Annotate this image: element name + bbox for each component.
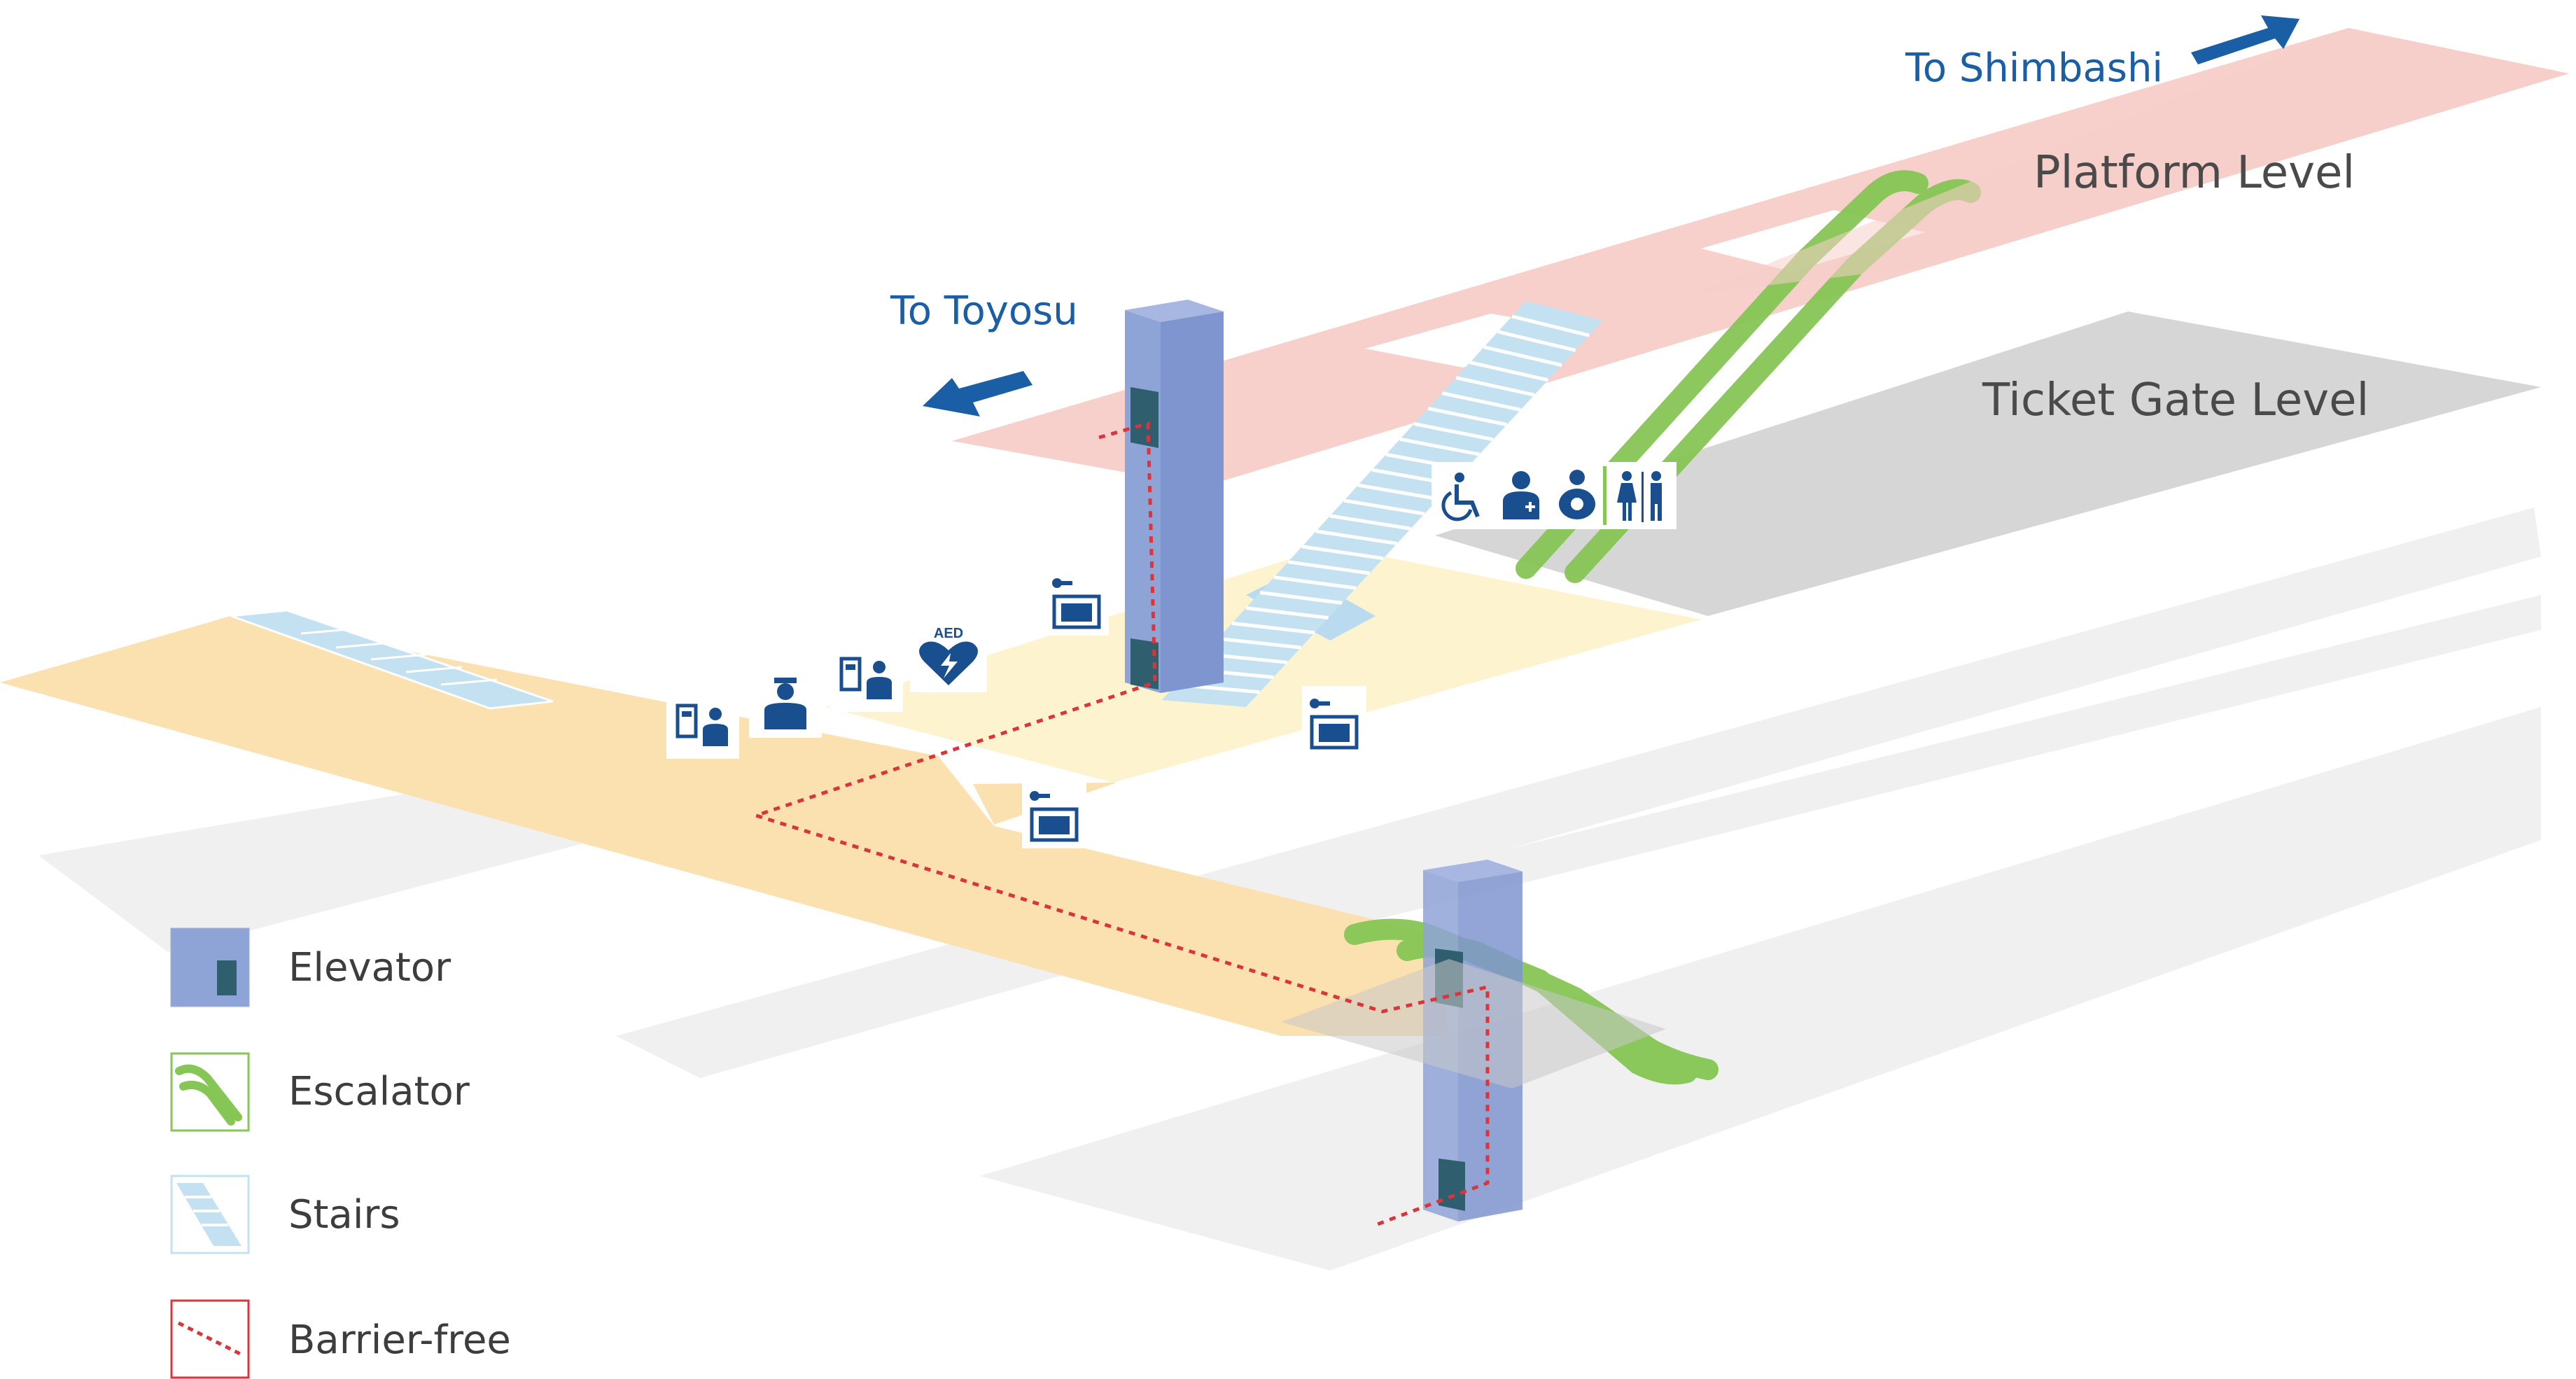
legend-elevator-icon (170, 927, 250, 1007)
ticket-gate-overlay (1281, 959, 1666, 1088)
first-aid-icon (1493, 462, 1549, 529)
station-staff-icon (749, 665, 822, 738)
legend (170, 927, 250, 1379)
barrier-free-route (750, 421, 1490, 1227)
ticket-gate-floor (1435, 312, 2541, 616)
main-stairs (1162, 301, 1603, 707)
stair-step (1455, 376, 1535, 397)
platform-overlay (1694, 28, 2569, 294)
floor-outline-right (980, 707, 2541, 1270)
arrow-to-toyosu-icon (923, 371, 1032, 416)
restroom-icon (1603, 462, 1676, 529)
elevator-upper (1125, 300, 1224, 693)
ticket-gate-level-label: Ticket Gate Level (1982, 374, 2370, 426)
fare-adjustment-icon (830, 639, 903, 712)
wheelchair-icon (1432, 462, 1493, 529)
stair-step (1273, 575, 1357, 590)
ticket-machine-icon (666, 686, 739, 759)
stair-step (1287, 560, 1370, 575)
stair-step (1427, 407, 1508, 427)
stair-step (1441, 391, 1521, 412)
stair-step (1259, 591, 1343, 605)
aed-label: AED (934, 626, 963, 641)
stair-step (1497, 330, 1576, 352)
locker-icon (1302, 686, 1366, 756)
arrow-to-shimbashi-icon (2191, 15, 2300, 64)
stair-step (1217, 636, 1301, 650)
stair-step (1315, 529, 1398, 545)
legend-escalator-label: Escalator (288, 1069, 470, 1114)
legend-escalator-icon (170, 1052, 250, 1132)
legend-stairs-icon (170, 1175, 250, 1254)
legend-barrier-free-label: Barrier-free (288, 1317, 511, 1363)
to-toyosu-label: To Toyosu (890, 288, 1078, 334)
stair-step (1413, 421, 1494, 442)
stair-step (1301, 545, 1384, 561)
locker-icon (1022, 778, 1086, 848)
facility-tiles: AED (666, 462, 1676, 848)
to-shimbashi-label: To Shimbashi (1905, 46, 2163, 91)
platform-level-label: Platform Level (2033, 147, 2356, 199)
stair-step (1329, 514, 1411, 531)
stair-step (1511, 314, 1590, 337)
locker-icon (1044, 566, 1109, 636)
stair-step (1399, 437, 1480, 456)
stair-step (1357, 483, 1439, 501)
stair-step (1469, 360, 1549, 382)
legend-barrier-free-icon (170, 1299, 250, 1379)
aed-icon: AED (910, 620, 987, 692)
baby-changing-icon (1549, 462, 1605, 529)
stair-step (1245, 606, 1329, 620)
stair-step (1343, 498, 1425, 516)
legend-stairs-label: Stairs (288, 1192, 400, 1238)
floor-outline-right2 (1260, 595, 2541, 931)
stair-step (1483, 345, 1562, 368)
stair-step (1231, 621, 1315, 635)
legend-elevator-label: Elevator (288, 945, 451, 990)
concourse-stairs (230, 609, 554, 710)
